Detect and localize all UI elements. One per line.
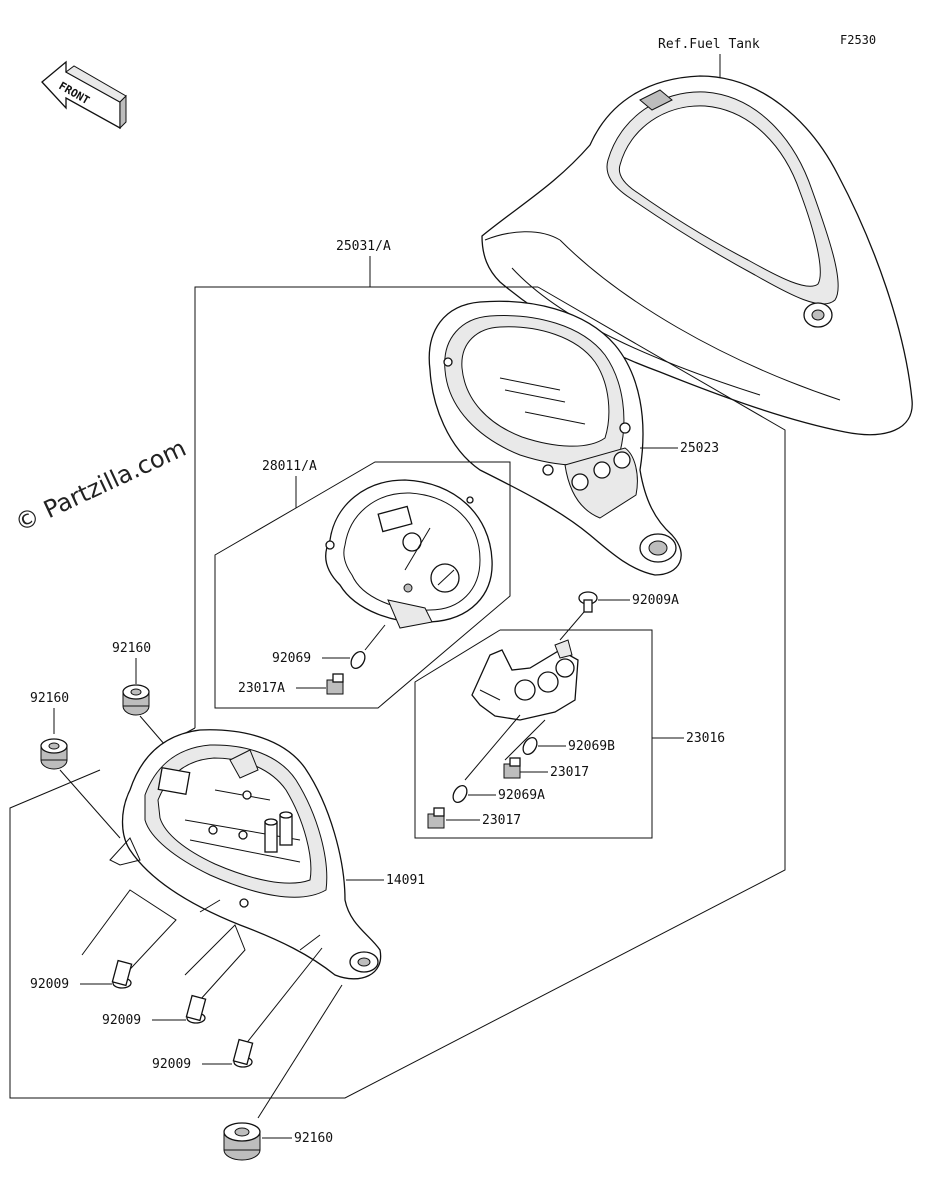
speedometer-28011A <box>325 479 493 629</box>
label-92069A: 92069A <box>498 788 545 803</box>
label-23017-a: 23017 <box>550 765 589 780</box>
meter-case-25023 <box>428 300 682 576</box>
socket-23017A <box>326 673 344 695</box>
watermark: © Partzilla.com <box>11 434 191 538</box>
front-arrow-icon: FRONT <box>41 60 127 130</box>
label-92009-c: 92009 <box>152 1057 191 1072</box>
bulb-92069B <box>522 736 538 756</box>
bracket-28011A <box>214 461 511 709</box>
label-23016: 23016 <box>686 731 725 746</box>
screw-92009A <box>578 591 598 613</box>
label-28011A: 28011/A <box>262 459 317 474</box>
meter-housing-14091 <box>109 729 382 980</box>
bracket-25031A <box>9 286 786 1099</box>
screw-92009-a <box>111 959 133 989</box>
label-92009-a: 92009 <box>30 977 69 992</box>
screw-92009-b <box>185 994 207 1024</box>
label-23017-b: 23017 <box>482 813 521 828</box>
label-25023: 25023 <box>680 441 719 456</box>
figure-code: F2530 <box>840 33 876 47</box>
bracket-23016 <box>414 629 653 839</box>
grommet-92160-a <box>122 684 150 716</box>
label-92069B: 92069B <box>568 739 615 754</box>
label-92009A: 92009A <box>632 593 679 608</box>
socket-23017-a <box>503 757 521 779</box>
grommet-92160-b <box>40 738 68 770</box>
screw-92009-c <box>232 1038 254 1068</box>
label-25031A: 25031/A <box>336 239 391 254</box>
label-92160-a: 92160 <box>112 641 151 656</box>
label-14091: 14091 <box>386 873 425 888</box>
grommet-92160-c <box>223 1122 261 1161</box>
bulb-92069A <box>452 784 468 804</box>
label-92009-b: 92009 <box>102 1013 141 1028</box>
label-92160-c: 92160 <box>294 1131 333 1146</box>
label-ref-fuel-tank: Ref.Fuel Tank <box>658 37 760 52</box>
indicator-assembly-23016 <box>471 639 579 721</box>
leader-25031A <box>194 256 371 728</box>
fuel-tank-cover <box>481 75 913 436</box>
label-23017A: 23017A <box>238 681 285 696</box>
label-92069: 92069 <box>272 651 311 666</box>
bulb-92069 <box>350 650 366 670</box>
socket-23017-b <box>427 807 445 829</box>
label-92160-b: 92160 <box>30 691 69 706</box>
